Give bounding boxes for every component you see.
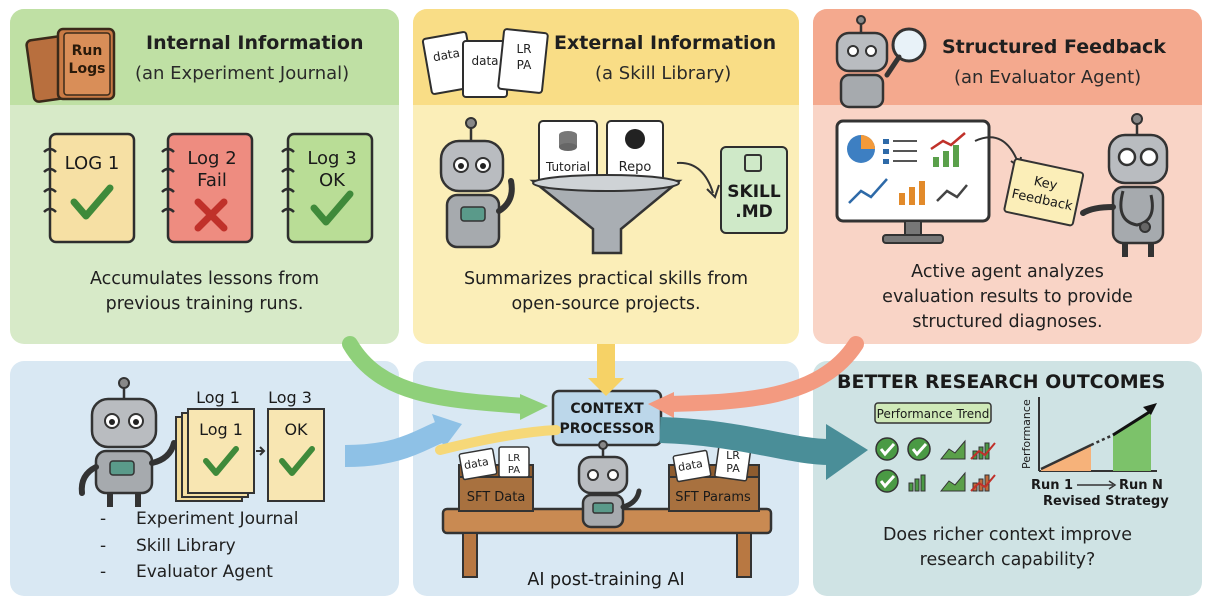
- worker-robot-icon: [577, 440, 642, 529]
- inspector-robot-icon: [835, 15, 927, 109]
- processor-line-1: CONTEXT: [570, 401, 644, 417]
- log-3-label: Log 3: [307, 148, 356, 169]
- papers-icon: data data LR PA: [421, 28, 549, 98]
- agent-log-b-caption: Log 3: [268, 388, 312, 407]
- thinking-robot-icon: [439, 117, 515, 249]
- outcomes-question: Does richer context improve research cap…: [813, 523, 1202, 573]
- processor-illustration: CONTEXT PROCESSOR data LR PA SFT Data: [441, 389, 773, 590]
- internal-title: Internal Information: [146, 32, 364, 54]
- processor-caption: AI post-training AI: [527, 570, 684, 590]
- feedback-description-line-3: structured diagnoses.: [912, 312, 1103, 332]
- external-description-line-2: open-source projects.: [511, 294, 701, 314]
- tutorial-label: Tutorial: [545, 160, 590, 174]
- svg-text:LR: LR: [508, 453, 521, 464]
- bullet-item-1: -Experiment Journal: [100, 509, 299, 529]
- book-label-1: Run: [72, 43, 103, 59]
- external-description-line-1: Summarizes practical skills from: [463, 269, 749, 289]
- agent-bullet-list: -Experiment Journal -Skill Library -Eval…: [100, 506, 298, 586]
- agent-log-a-caption: Log 1: [196, 388, 240, 407]
- repo-label: Repo: [619, 160, 652, 175]
- outcomes-illustration: BETTER RESEARCH OUTCOMES Performance Tre…: [837, 371, 1169, 509]
- log-notebooks: LOG 1 Log 2 Fail Log 3 OK: [43, 132, 374, 244]
- paper-label-4: PA: [517, 58, 532, 72]
- axis-x-end: Run N: [1119, 478, 1163, 493]
- axis-x-start: Run 1: [1031, 478, 1073, 493]
- agent-log-b-inner: OK: [284, 420, 308, 439]
- log-2-status: Fail: [197, 170, 227, 191]
- sft-params-crate: data LR PA SFT Params: [668, 440, 760, 512]
- panel-research-outcomes: BETTER RESEARCH OUTCOMES Performance Tre…: [813, 361, 1202, 596]
- evaluation-monitor-illustration: Key Feedback: [835, 113, 1169, 257]
- trend-check-icons: [875, 437, 996, 493]
- books-icon: Run Logs: [25, 27, 116, 103]
- axis-y-label: Performance: [1020, 399, 1033, 469]
- paper-label-1: data: [432, 46, 461, 64]
- axis-caption: Revised Strategy: [1043, 494, 1169, 509]
- paper-label-2: data: [471, 54, 498, 68]
- panel-context-processor: CONTEXT PROCESSOR data LR PA SFT Data: [413, 361, 799, 596]
- feedback-description: Active agent analyzes evaluation results…: [813, 260, 1202, 335]
- sft-data-crate: data LR PA SFT Data: [458, 446, 534, 512]
- agent-log-a-stack: Log 1: [175, 408, 255, 502]
- crate-right-paper-2: PA: [726, 462, 740, 475]
- crate-left-paper: data: [463, 455, 490, 472]
- skill-md-card: SKILL .MD: [720, 146, 788, 234]
- internal-description-line-2: previous training runs.: [105, 294, 304, 314]
- panel-internal-information: Run Logs Internal Information (an Experi…: [10, 9, 399, 344]
- external-title: External Information: [554, 32, 777, 54]
- log-3-notebook: Log 3 OK: [281, 132, 374, 244]
- performance-graph: Performance Run 1 Run N Revised Strategy: [1020, 397, 1169, 509]
- key-feedback-line-1: Key: [1032, 174, 1058, 194]
- agent-robot-icon: [78, 377, 177, 507]
- log-2-notebook: Log 2 Fail: [161, 132, 254, 244]
- sft-data-label: SFT Data: [467, 490, 526, 505]
- key-feedback-note: Key Feedback: [1003, 158, 1085, 227]
- feedback-description-line-1: Active agent analyzes: [911, 262, 1104, 282]
- tutorial-doc: Tutorial: [538, 120, 598, 184]
- external-subtitle: (a Skill Library): [595, 63, 732, 84]
- book-label-2: Logs: [69, 61, 106, 77]
- internal-description-line-1: Accumulates lessons from: [89, 269, 320, 289]
- agent-log-b-doc: OK: [267, 408, 325, 502]
- crate-right-paper-1: LR: [726, 449, 740, 462]
- log-2-label: Log 2: [187, 148, 236, 169]
- panel-structured-feedback: Structured Feedback (an Evaluator Agent)…: [813, 9, 1202, 344]
- feedback-title: Structured Feedback: [942, 36, 1166, 58]
- panel-agent-context: Log 1 Log 3 Log 1 OK -Experiment Journal…: [10, 361, 399, 596]
- bullet-item-3: -Evaluator Agent: [100, 562, 273, 582]
- external-description: Summarizes practical skills from open-so…: [413, 267, 799, 317]
- context-processor-box: CONTEXT PROCESSOR: [551, 389, 663, 447]
- repo-doc: Repo: [606, 120, 664, 184]
- agent-log-a-inner: Log 1: [199, 420, 243, 439]
- processor-line-2: PROCESSOR: [560, 421, 655, 437]
- internal-description: Accumulates lessons from previous traini…: [10, 267, 399, 317]
- skill-md-line-2: .MD: [735, 202, 773, 222]
- log-1-notebook: LOG 1: [43, 132, 136, 244]
- paper-label-3: LR: [516, 42, 531, 56]
- funnel-shape: [529, 179, 683, 255]
- log-3-status: OK: [319, 170, 346, 191]
- skill-funnel-illustration: Tutorial Repo SKILL .MD: [439, 117, 788, 255]
- agent-logs-illustration: Log 1 Log 3 Log 1 OK: [78, 377, 325, 507]
- outcomes-question-line-2: research capability?: [919, 550, 1096, 570]
- monitor-icon: [835, 119, 991, 244]
- outcomes-question-line-1: Does richer context improve: [882, 525, 1133, 545]
- log-1-label: LOG 1: [65, 153, 120, 174]
- internal-subtitle: (an Experiment Journal): [135, 63, 350, 84]
- trend-label: Performance Trend: [877, 407, 990, 421]
- bullet-item-2: -Skill Library: [100, 535, 236, 556]
- sft-params-label: SFT Params: [675, 490, 751, 505]
- skill-md-line-1: SKILL: [727, 182, 781, 202]
- panel-external-information: data data LR PA External Information (a …: [413, 9, 799, 344]
- doctor-robot-icon: [1080, 113, 1169, 257]
- feedback-description-line-2: evaluation results to provide: [882, 287, 1133, 307]
- feedback-subtitle: (an Evaluator Agent): [954, 67, 1142, 88]
- svg-text:PA: PA: [508, 465, 520, 476]
- outcomes-title: BETTER RESEARCH OUTCOMES: [837, 371, 1165, 393]
